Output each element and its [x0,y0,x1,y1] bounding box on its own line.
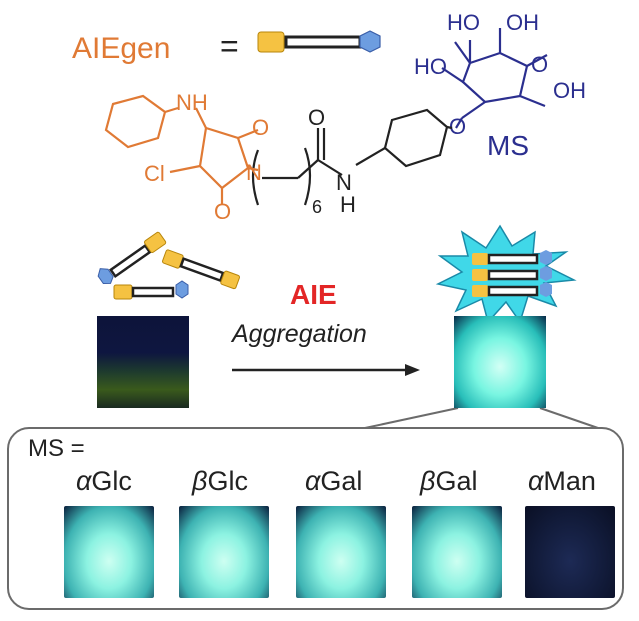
ring-oxygen-label: O [449,114,466,139]
vial-photo-aman [525,506,615,598]
aie-label: AIE [290,279,337,310]
sugar-label-bgal: βGal [420,466,478,496]
carbonyl-o-label: O [252,115,269,140]
sugar-label-aman: αMan [528,466,596,496]
sugar-structure [441,28,548,129]
amide-h-label: H [340,192,356,217]
dispersed-vial-photo [97,316,189,408]
aggregation-arrow [232,364,420,376]
amide-n-label: N [336,170,352,195]
hydroxyl-label: HO [414,54,447,79]
vial-photo-bglc [179,506,269,598]
chain-subscript: 6 [312,197,322,217]
sugar-label-agal: αGal [305,466,363,496]
carbonyl-o-label: O [214,199,231,224]
ms-label: MS [487,130,529,161]
dispersed-aiegens [97,231,240,300]
sugar-label-aglc: αGlc [76,466,132,496]
aggregation-label: Aggregation [232,320,367,348]
ring-n-label: N [246,160,262,185]
maleimide-structure [104,94,259,205]
hydroxyl-label: HO [447,10,480,35]
callout-lines [364,407,599,429]
sugar-comparison-panel [7,427,624,610]
ring-oxygen-label: O [531,52,548,77]
hydroxyl-label: OH [553,78,586,103]
vial-photo-agal [296,506,386,598]
linker-structure [251,108,453,206]
amine-label: NH [176,90,208,115]
chloro-label: Cl [144,161,165,186]
vial-photo-aglc [64,506,154,598]
vial-photo-bgal [412,506,502,598]
aggregate-burst [435,224,577,324]
hydroxyl-label: OH [506,10,539,35]
aiegen-title: AIEgen [72,32,171,65]
equals-sign: = [220,28,239,64]
aggregated-vial-photo [454,316,546,408]
carbonyl-o-label: O [308,105,325,130]
ms-equals-label: MS = [28,435,85,462]
aiegen-symbol [257,30,381,53]
sugar-label-bglc: βGlc [192,466,248,496]
